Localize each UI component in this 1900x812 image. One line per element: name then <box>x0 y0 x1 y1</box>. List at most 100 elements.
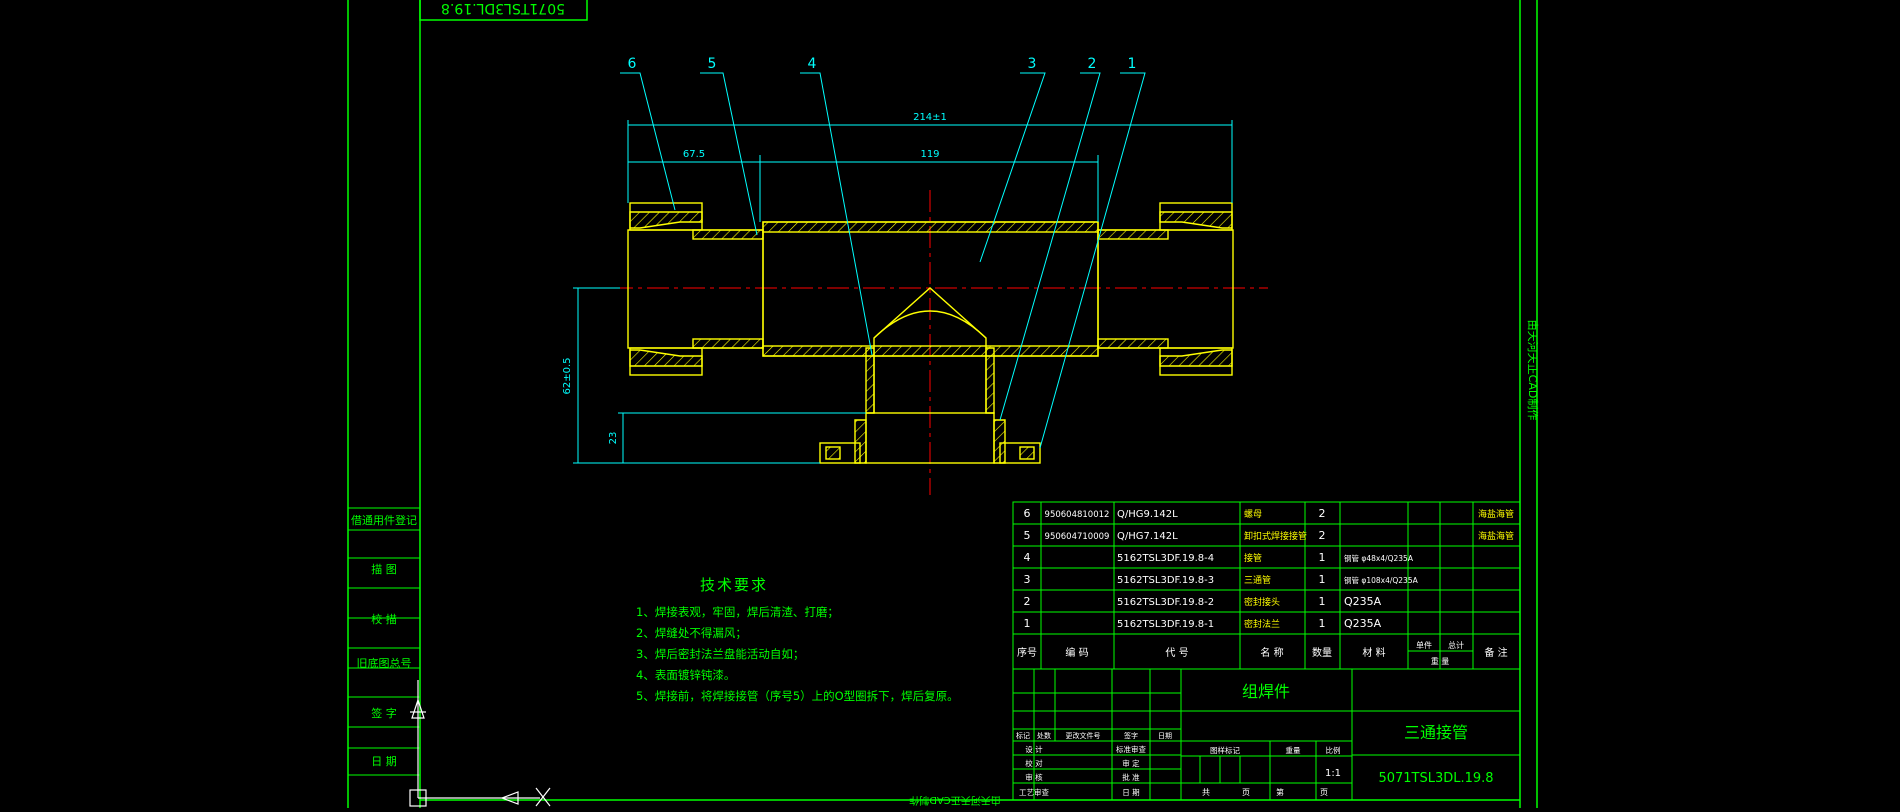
center-lines <box>575 190 1268 495</box>
sign-label: 审 核 <box>1025 772 1043 782</box>
tech-requirements-list: 1、焊接表观，牢固，焊后清渣、打磨； 2、焊缝处不得漏风； 3、焊后密封法兰盘能… <box>636 602 959 707</box>
stage-header: 重量 <box>1286 746 1302 755</box>
bom-material: 钢管 φ48x4/Q235A <box>1344 553 1414 563</box>
bom-std: 5162TSL3DF.19.8-4 <box>1117 553 1214 564</box>
sheet-label: 页 <box>1242 788 1250 797</box>
bom-name: 密封接头 <box>1244 596 1280 608</box>
bom-header: 代 号 <box>1165 647 1188 659</box>
stamp-label: 校 描 <box>371 612 397 626</box>
top-tag: 5071TSL3DL.19.8 <box>441 0 565 16</box>
bom-header: 单件 <box>1416 640 1432 650</box>
part-outline <box>627 202 1234 464</box>
bom-code: 950604710009 <box>1045 532 1110 542</box>
bom-qty: 1 <box>1319 617 1326 630</box>
stamp-label: 日 期 <box>371 755 397 768</box>
bom-text: 6 950604810012 Q/HG9.142L 螺母 2 海盐海管 5 950604710… <box>1017 507 1514 666</box>
bom-header: 重 量 <box>1431 656 1450 666</box>
bom-no: 6 <box>1024 507 1031 520</box>
bom-code: 950604810012 <box>1045 510 1110 520</box>
balloon: 2 <box>1088 56 1097 72</box>
left-stamp <box>348 507 420 776</box>
title-block <box>1012 668 1521 801</box>
stamp-label: 签 字 <box>371 706 397 720</box>
sheet-label: 页 <box>1320 788 1328 797</box>
tech-item: 5、焊接前，将焊接接管（序号5）上的O型圈拆下，焊后复原。 <box>636 689 959 703</box>
bom-name: 三通管 <box>1244 574 1271 586</box>
bom-std: Q/HG7.142L <box>1117 531 1178 542</box>
frame <box>347 0 1538 808</box>
bom-remark: 海盐海管 <box>1478 508 1514 520</box>
bom-std: 5162TSL3DF.19.8-1 <box>1117 619 1214 630</box>
sign-label: 批 准 <box>1122 772 1140 782</box>
bom-table <box>1012 501 1521 670</box>
bom-qty: 2 <box>1319 507 1326 520</box>
sign-label: 日 期 <box>1122 788 1139 797</box>
bom-material: 钢管 φ108x4/Q235A <box>1344 575 1419 585</box>
bom-header: 数量 <box>1312 646 1332 659</box>
sign-label: 工艺审查 <box>1019 787 1049 797</box>
sign-label: 标准审查 <box>1116 744 1146 754</box>
bom-no: 5 <box>1024 529 1031 542</box>
stage-header: 比例 <box>1326 745 1341 755</box>
rev-header: 签字 <box>1124 731 1138 740</box>
bom-name: 螺母 <box>1244 509 1262 520</box>
tech-item: 2、焊缝处不得漏风； <box>636 626 747 640</box>
tech-item: 3、焊后密封法兰盘能活动自如； <box>636 647 805 661</box>
dim-small: 23 <box>608 432 619 445</box>
leaders <box>620 72 1146 449</box>
bom-std: Q/HG9.142L <box>1117 509 1178 520</box>
balloon: 3 <box>1028 56 1037 72</box>
dim-overall: 214±1 <box>913 112 947 123</box>
balloon: 5 <box>708 56 717 72</box>
sheet-label: 共 <box>1202 788 1210 797</box>
drawing-number: 5071TSL3DL.19.8 <box>1378 771 1493 786</box>
bom-qty: 2 <box>1319 529 1326 542</box>
bom-qty: 1 <box>1319 551 1326 564</box>
stamp-label: 描 图 <box>371 562 397 576</box>
bom-header: 备 注 <box>1484 646 1507 659</box>
sign-label: 设 计 <box>1025 744 1043 754</box>
bom-no: 3 <box>1024 573 1031 586</box>
bom-material: Q235A <box>1344 617 1382 630</box>
bom-no: 4 <box>1024 551 1031 564</box>
bom-std: 5162TSL3DF.19.8-2 <box>1117 597 1214 608</box>
bom-header: 材 料 <box>1362 646 1385 659</box>
sign-label: 审 定 <box>1122 758 1140 768</box>
rev-header: 标记 <box>1016 731 1030 740</box>
bom-name: 接管 <box>1244 552 1262 564</box>
ucs-icon <box>409 680 551 807</box>
bom-header: 名 称 <box>1260 646 1283 659</box>
rev-header: 处数 <box>1037 731 1051 740</box>
bom-no: 2 <box>1024 595 1031 608</box>
dim-mid: 119 <box>920 149 939 160</box>
dim-height: 62±0.5 <box>562 357 573 394</box>
title-block-text: 组焊件三通接管5071TSL3DL.19.81:1标记处数更改文件号签字日期设 … <box>1016 682 1494 797</box>
balloon: 1 <box>1128 56 1137 72</box>
scale-value: 1:1 <box>1325 768 1341 779</box>
stamp-label: 借通用件登记 <box>351 513 417 527</box>
bom-header: 序号 <box>1017 646 1037 659</box>
rev-header: 日期 <box>1158 732 1172 740</box>
bom-qty: 1 <box>1319 573 1326 586</box>
stamp-label: 旧底图总号 <box>357 656 412 670</box>
bom-std: 5162TSL3DF.19.8-3 <box>1117 575 1214 586</box>
bom-header: 总计 <box>1448 640 1464 650</box>
part-name: 三通接管 <box>1404 723 1468 742</box>
dim-left: 67.5 <box>683 149 705 160</box>
bom-material: Q235A <box>1344 595 1382 608</box>
bom-remark: 海盐海管 <box>1478 530 1514 542</box>
bottom-text: 由天河天正CAD制作 <box>909 794 1001 807</box>
tech-item: 1、焊接表观，牢固，焊后清渣、打磨； <box>636 605 839 619</box>
bom-name: 密封法兰 <box>1244 618 1280 630</box>
bom-header: 编 码 <box>1065 646 1088 659</box>
bom-name: 卸扣式焊接接管 <box>1244 530 1307 542</box>
balloon: 4 <box>808 56 817 72</box>
bom-no: 1 <box>1024 617 1031 630</box>
dimensions <box>573 120 1233 464</box>
stage-header: 图样标记 <box>1210 745 1240 755</box>
sheet-label: 第 <box>1276 787 1284 797</box>
bom-qty: 1 <box>1319 595 1326 608</box>
tech-item: 4、表面镀锌钝漆。 <box>636 668 736 682</box>
